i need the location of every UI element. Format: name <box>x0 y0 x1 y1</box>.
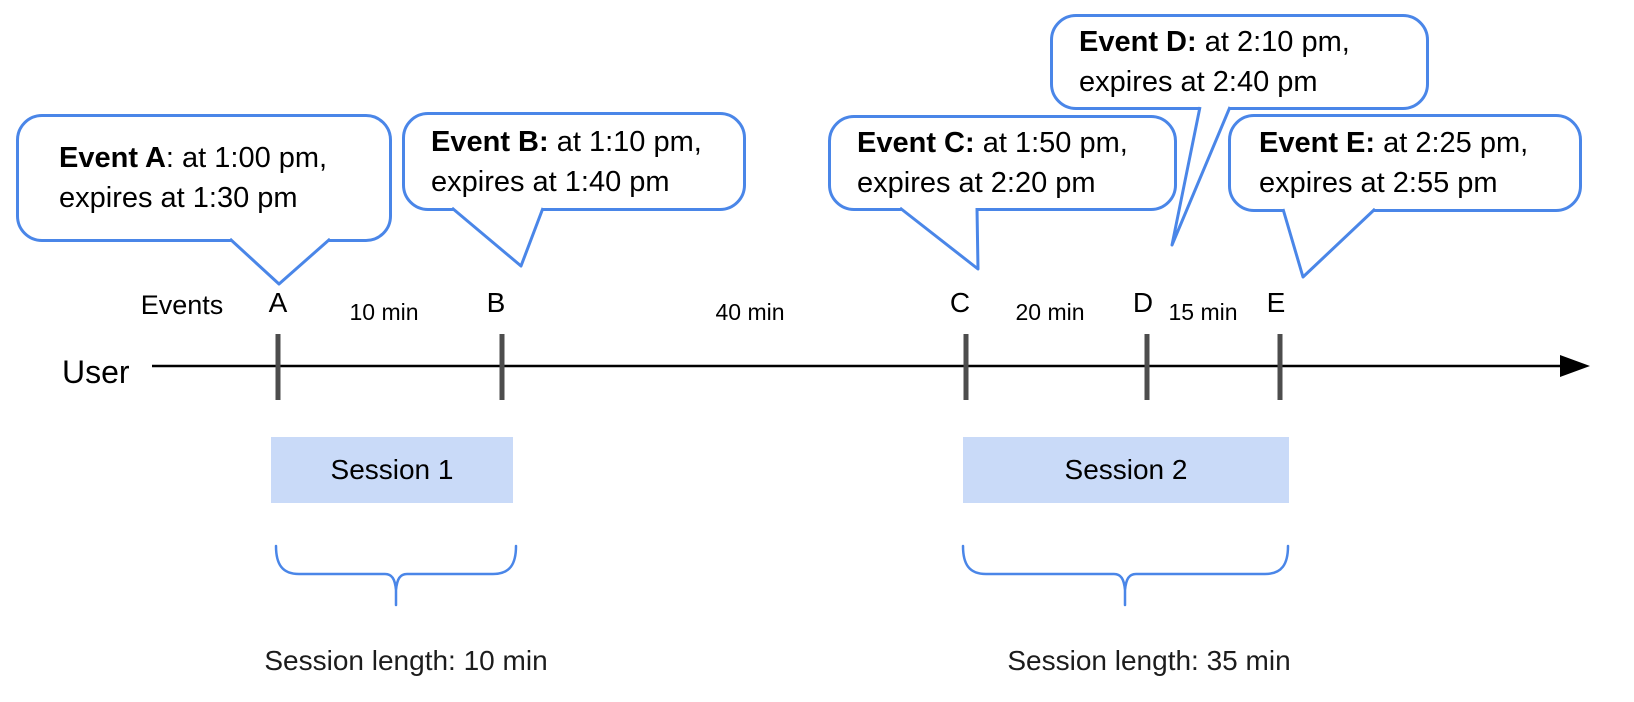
tick-b <box>499 334 505 400</box>
event-a-callout-tail <box>228 237 331 286</box>
interval-c-d-label: 20 min <box>1015 299 1085 325</box>
tick-e <box>1277 334 1283 400</box>
event-mark-b: B <box>486 287 506 318</box>
session-1-label: Session 1 <box>330 454 454 485</box>
event-c-callout: Event C: at 1:50 pm, expires at 2:20 pm <box>828 115 1177 211</box>
event-e-line1: Event E: at 2:25 pm, <box>1259 127 1529 159</box>
event-d-callout-tail <box>1170 106 1232 247</box>
tick-d <box>1144 334 1150 400</box>
session-1-box: Session 1 <box>271 437 513 503</box>
event-mark-d: D <box>1132 287 1154 318</box>
event-a-callout: Event A: at 1:00 pm, expires at 1:30 pm <box>16 114 392 242</box>
event-d-line1: Event D: at 2:10 pm, <box>1079 26 1350 58</box>
event-b-callout-tail <box>451 206 545 268</box>
timeline-arrowhead-icon <box>1560 355 1590 377</box>
session-2-label: Session 2 <box>1064 454 1188 485</box>
event-mark-c: C <box>949 287 971 318</box>
event-mark-e: E <box>1266 287 1286 318</box>
event-b-callout: Event B: at 1:10 pm, expires at 1:40 pm <box>402 112 746 211</box>
event-c-line2: expires at 2:20 pm <box>857 167 1096 199</box>
event-a-line2: expires at 1:30 pm <box>59 182 298 214</box>
interval-d-e-label: 15 min <box>1168 299 1238 325</box>
session-1-length-label: Session length: 10 min <box>264 645 548 676</box>
session-1-brace <box>274 544 518 607</box>
tick-a <box>275 334 281 400</box>
event-b-line2: expires at 1:40 pm <box>431 165 670 198</box>
event-e-callout-tail <box>1281 207 1377 279</box>
interval-b-c-label: 40 min <box>715 299 785 325</box>
session-2-box: Session 2 <box>963 437 1289 503</box>
tick-c <box>963 334 969 400</box>
event-mark-a: A <box>268 287 288 318</box>
event-c-callout-tail <box>899 206 980 271</box>
event-b-line1: Event B: at 1:10 pm, <box>431 125 702 158</box>
event-d-callout: Event D: at 2:10 pm, expires at 2:40 pm <box>1050 14 1429 110</box>
session-2-brace <box>961 544 1290 607</box>
interval-a-b-label: 10 min <box>349 299 419 325</box>
user-axis-label: User <box>62 354 130 390</box>
event-a-line1: Event A: at 1:00 pm, <box>59 142 328 174</box>
event-c-line1: Event C: at 1:50 pm, <box>857 127 1128 159</box>
event-d-line2: expires at 2:40 pm <box>1079 66 1318 98</box>
event-e-callout: Event E: at 2:25 pm, expires at 2:55 pm <box>1228 114 1582 212</box>
events-axis-label: Events <box>140 290 224 320</box>
session-2-length-label: Session length: 35 min <box>1007 645 1291 676</box>
event-e-line2: expires at 2:55 pm <box>1259 167 1498 199</box>
